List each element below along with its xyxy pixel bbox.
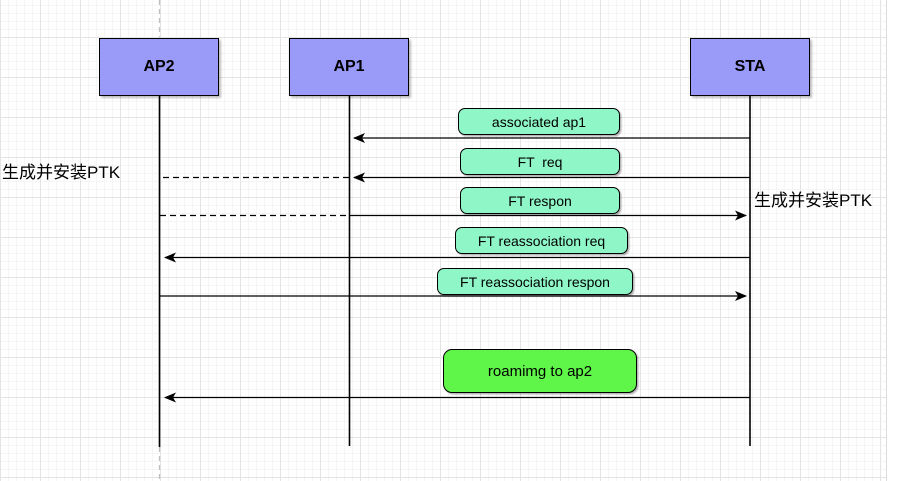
message-box-roaming-to-ap2[interactable]: roamimg to ap2 xyxy=(443,349,637,393)
annotation-ptk-left[interactable]: 生成并安装PTK xyxy=(2,163,120,183)
annotation-ptk-right[interactable]: 生成并安装PTK xyxy=(754,191,872,211)
message-label-ft-respon[interactable]: FT respon xyxy=(460,187,620,214)
annotation-text: 生成并安装PTK xyxy=(754,191,873,210)
message-text: roamimg to ap2 xyxy=(487,362,593,380)
message-label-ft-req[interactable]: FT req xyxy=(460,148,620,175)
message-text: FT reassociation respon xyxy=(460,273,610,290)
message-text: FT reassociation req xyxy=(477,232,606,249)
actor-box-ap2[interactable]: AP2 xyxy=(99,38,219,96)
actor-label-ap2: AP2 xyxy=(143,58,175,75)
actor-box-ap1[interactable]: AP1 xyxy=(289,38,409,96)
message-text: associated ap1 xyxy=(491,113,587,130)
message-label-ft-reassociation-req[interactable]: FT reassociation req xyxy=(455,227,628,254)
actor-box-sta[interactable]: STA xyxy=(690,38,810,96)
actor-label-ap1: AP1 xyxy=(333,58,365,75)
message-text: FT req xyxy=(517,153,563,170)
message-text: FT respon xyxy=(508,192,572,209)
annotation-text: 生成并安装PTK xyxy=(2,163,121,182)
message-label-associated-ap1[interactable]: associated ap1 xyxy=(458,108,620,135)
message-label-ft-reassociation-respon[interactable]: FT reassociation respon xyxy=(437,268,633,295)
actor-label-sta: STA xyxy=(734,58,766,75)
